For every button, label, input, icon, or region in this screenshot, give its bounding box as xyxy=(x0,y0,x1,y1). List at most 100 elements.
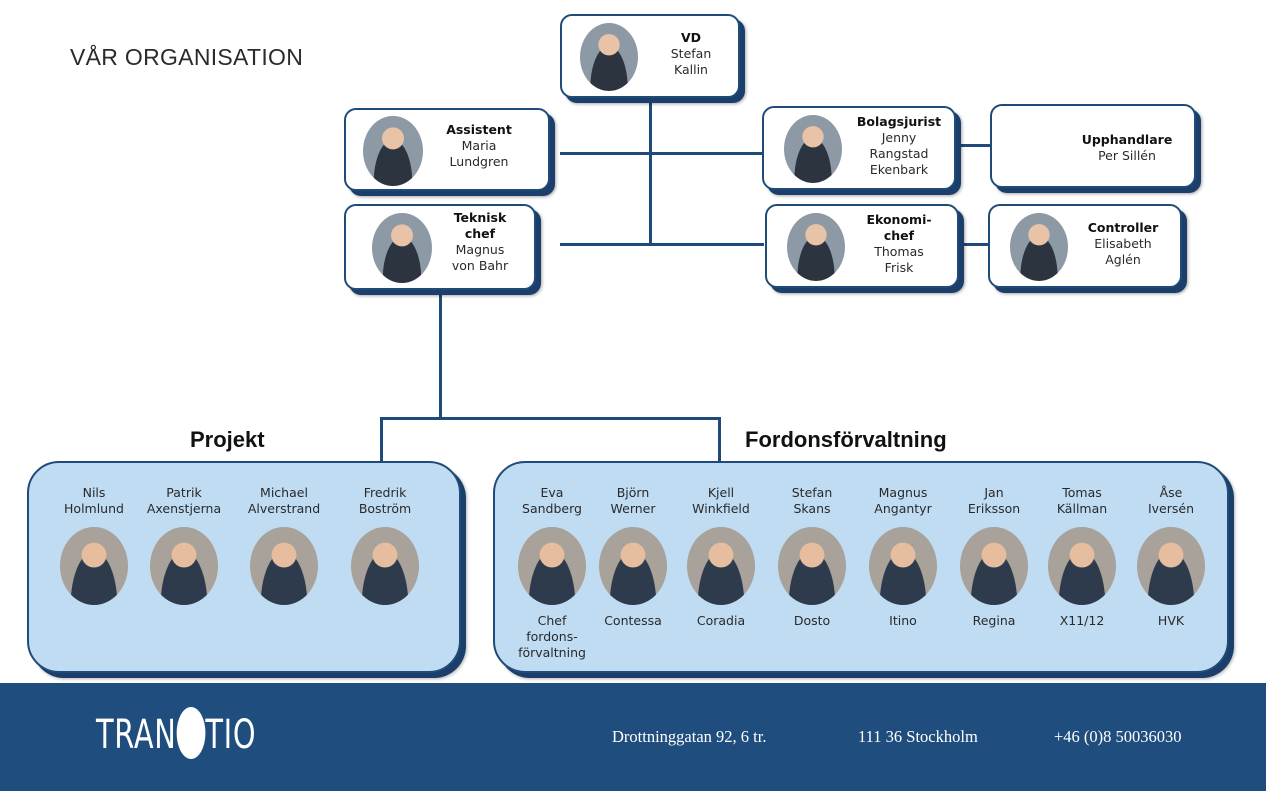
member-role: Chef xyxy=(537,613,567,628)
upphandlare-role: Upphandlare xyxy=(1081,132,1173,147)
assistent-name2: Lundgren xyxy=(449,154,509,169)
vd-photo xyxy=(580,23,638,91)
member-name: Kjell xyxy=(707,485,735,500)
bolagsjurist-name2: Rangstad xyxy=(869,146,929,161)
member-name: Winkfield xyxy=(692,501,750,516)
member-photo xyxy=(599,527,667,605)
controller-role: Controller xyxy=(1087,220,1159,235)
member-name: Magnus xyxy=(878,485,928,500)
connector-row2 xyxy=(560,243,764,246)
member-role: fordons- xyxy=(526,629,578,644)
member-name: Angantyr xyxy=(874,501,932,516)
ekonomichef-name2: Frisk xyxy=(884,260,914,275)
member-name: Fredrik xyxy=(363,485,407,500)
footer-phone: +46 (0)8 50036030 xyxy=(1054,727,1182,746)
connector-fordon xyxy=(718,417,721,461)
member-photo xyxy=(518,527,586,605)
ekonomichef-role2: chef xyxy=(883,228,915,243)
controller-name1: Elisabeth xyxy=(1094,236,1152,251)
member-photo xyxy=(60,527,128,605)
logo-mark-icon xyxy=(176,707,206,759)
member-photo xyxy=(960,527,1028,605)
member-name: Holmlund xyxy=(64,501,124,516)
member-role: förvaltning xyxy=(518,645,586,660)
footer-address: Drottninggatan 92, 6 tr. xyxy=(612,727,767,746)
teknisk-chef-card: Teknisk chef Magnus von Bahr xyxy=(344,204,536,290)
projekt-title: Projekt xyxy=(190,427,265,452)
member-name: Björn xyxy=(616,485,650,500)
member-photo xyxy=(687,527,755,605)
member-role: Contessa xyxy=(604,613,662,628)
connector-projekt xyxy=(380,417,383,461)
member-photo xyxy=(1137,527,1205,605)
member-name: Tomas xyxy=(1062,485,1102,500)
logo-text-left: TRAN xyxy=(96,712,177,758)
bolagsjurist-photo xyxy=(784,115,842,183)
member-photo xyxy=(351,527,419,605)
vd-card: VD Stefan Kallin xyxy=(560,14,740,98)
teknisk-chef-name1: Magnus xyxy=(455,242,505,257)
assistent-role: Assistent xyxy=(446,122,512,137)
teknisk-chef-role2: chef xyxy=(464,226,496,241)
logo-text-right: TIO xyxy=(205,712,257,758)
ekonomichef-role1: Ekonomi- xyxy=(866,212,932,227)
connector-ekonomi-controller xyxy=(958,243,990,246)
assistent-name1: Maria xyxy=(461,138,497,153)
connector-teknisk-down xyxy=(439,288,442,418)
teknisk-chef-photo xyxy=(372,213,432,283)
bolagsjurist-name3: Ekenbark xyxy=(869,162,929,177)
page-title: VÅR ORGANISATION xyxy=(70,44,304,70)
vd-name1: Stefan xyxy=(670,46,712,61)
member-photo xyxy=(1048,527,1116,605)
member-name: Boström xyxy=(358,501,412,516)
fordonsforvaltning-title: Fordonsförvaltning xyxy=(745,427,947,452)
member-name: Stefan xyxy=(791,485,833,500)
vd-role: VD xyxy=(680,30,702,45)
upphandlare-name: Per Sillén xyxy=(1098,148,1156,163)
member-photo xyxy=(778,527,846,605)
bolagsjurist-card: Bolagsjurist Jenny Rangstad Ekenbark xyxy=(762,106,956,190)
assistent-photo xyxy=(363,116,423,186)
member-photo xyxy=(150,527,218,605)
member-role: X11/12 xyxy=(1059,613,1105,628)
member-name: Eva xyxy=(540,485,564,500)
member-name: Jan xyxy=(984,485,1004,500)
member-name: Werner xyxy=(610,501,656,516)
member-name: Åse xyxy=(1159,485,1183,500)
bolagsjurist-name1: Jenny xyxy=(881,130,917,145)
member-name: Iversén xyxy=(1147,501,1195,516)
ekonomichef-photo xyxy=(787,213,845,281)
member-name: Patrik xyxy=(166,485,202,500)
member-name: Alverstrand xyxy=(247,501,321,516)
bolagsjurist-role: Bolagsjurist xyxy=(856,114,942,129)
vd-name2: Kallin xyxy=(674,62,708,77)
teknisk-chef-name2: von Bahr xyxy=(451,258,509,273)
connector-vd-vertical xyxy=(649,96,652,246)
member-role: Itino xyxy=(889,613,917,628)
ekonomichef-card: Ekonomi- chef Thomas Frisk xyxy=(765,204,959,288)
ekonomichef-name1: Thomas xyxy=(874,244,924,259)
member-name: Axenstjerna xyxy=(146,501,222,516)
member-role: Coradia xyxy=(696,613,746,628)
member-role: HVK xyxy=(1157,613,1185,628)
upphandlare-card: Upphandlare Per Sillén xyxy=(990,104,1196,188)
member-name: Skans xyxy=(793,501,831,516)
member-name: Sandberg xyxy=(522,501,582,516)
member-name: Eriksson xyxy=(967,501,1021,516)
member-photo xyxy=(869,527,937,605)
member-name: Michael xyxy=(260,485,308,500)
member-photo xyxy=(250,527,318,605)
